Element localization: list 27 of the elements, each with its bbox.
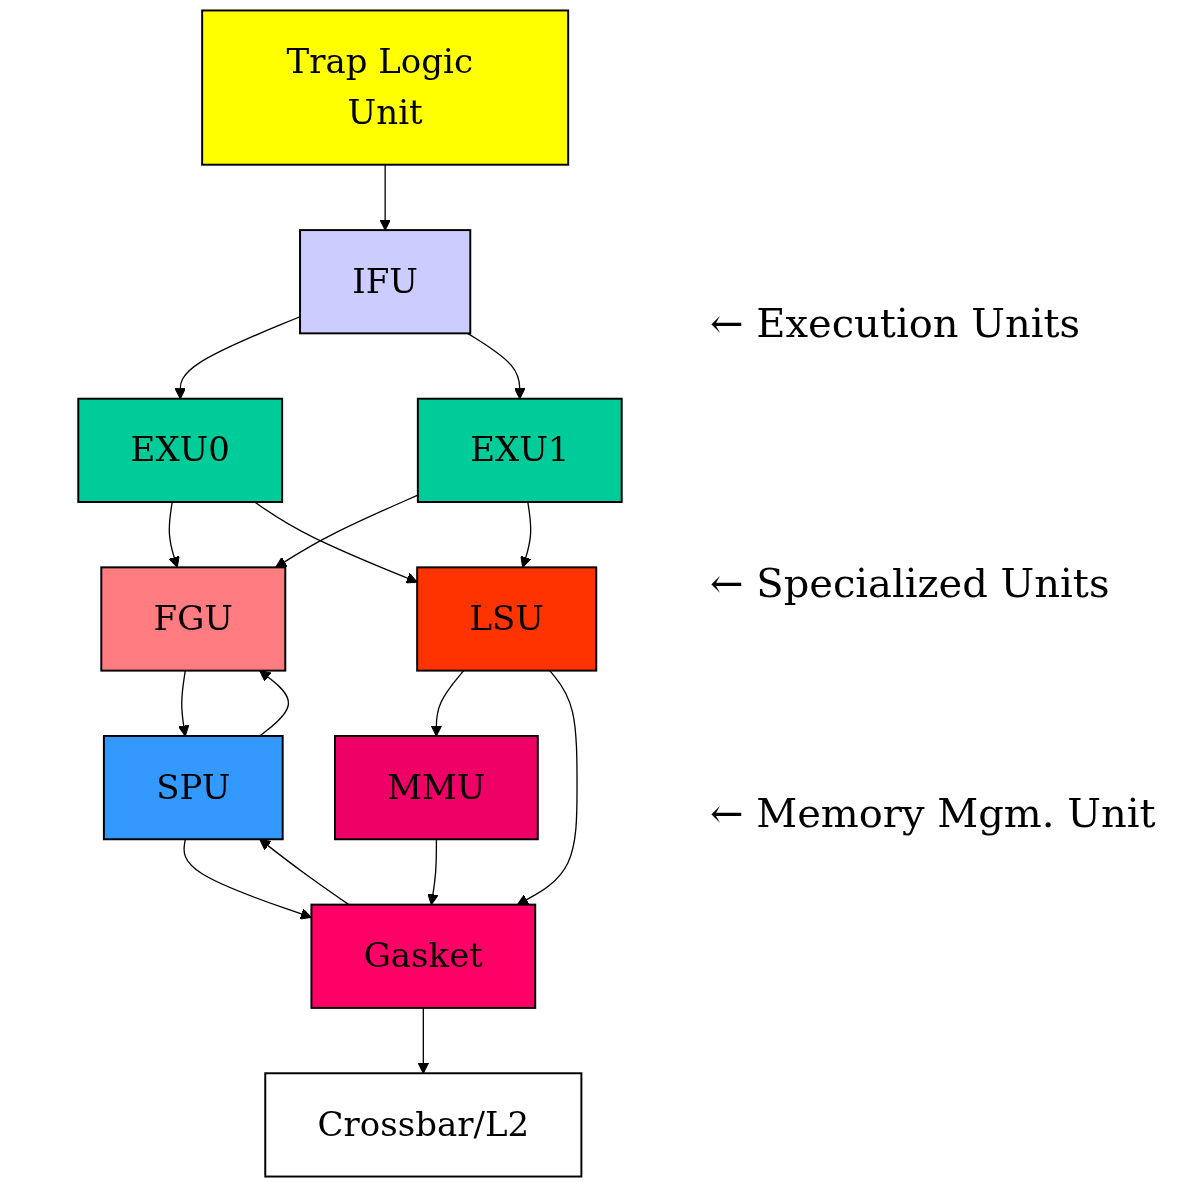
- node-box: SPU: [102, 735, 284, 841]
- arrow: [183, 838, 312, 920]
- arrow: [178, 669, 190, 737]
- arrow: [430, 669, 465, 737]
- node-box: IFU: [299, 229, 472, 335]
- arrow: [520, 501, 532, 568]
- arrow: [259, 838, 350, 906]
- arrow: [174, 316, 301, 400]
- node-box: EXU1: [416, 397, 623, 503]
- node-box: EXU0: [77, 397, 284, 503]
- annotation-text: ← Execution Units: [710, 300, 1081, 346]
- node-box: Crossbar/L2: [264, 1072, 583, 1178]
- arrow: [466, 332, 526, 400]
- arrow: [379, 164, 391, 231]
- node-box: Trap Logic Unit: [201, 9, 570, 166]
- arrow: [417, 1007, 430, 1074]
- arrow: [168, 501, 180, 568]
- arrow: [254, 501, 418, 584]
- arrow: [427, 838, 439, 906]
- node-box: LSU: [416, 566, 598, 672]
- arrow: [259, 670, 290, 737]
- node-box: Gasket: [310, 903, 537, 1009]
- annotation-text: ← Memory Mgm. Unit: [710, 790, 1156, 836]
- arrow: [516, 669, 578, 906]
- annotation-text: ← Specialized Units: [710, 560, 1110, 606]
- node-box: MMU: [334, 735, 539, 841]
- node-box: FGU: [100, 566, 287, 672]
